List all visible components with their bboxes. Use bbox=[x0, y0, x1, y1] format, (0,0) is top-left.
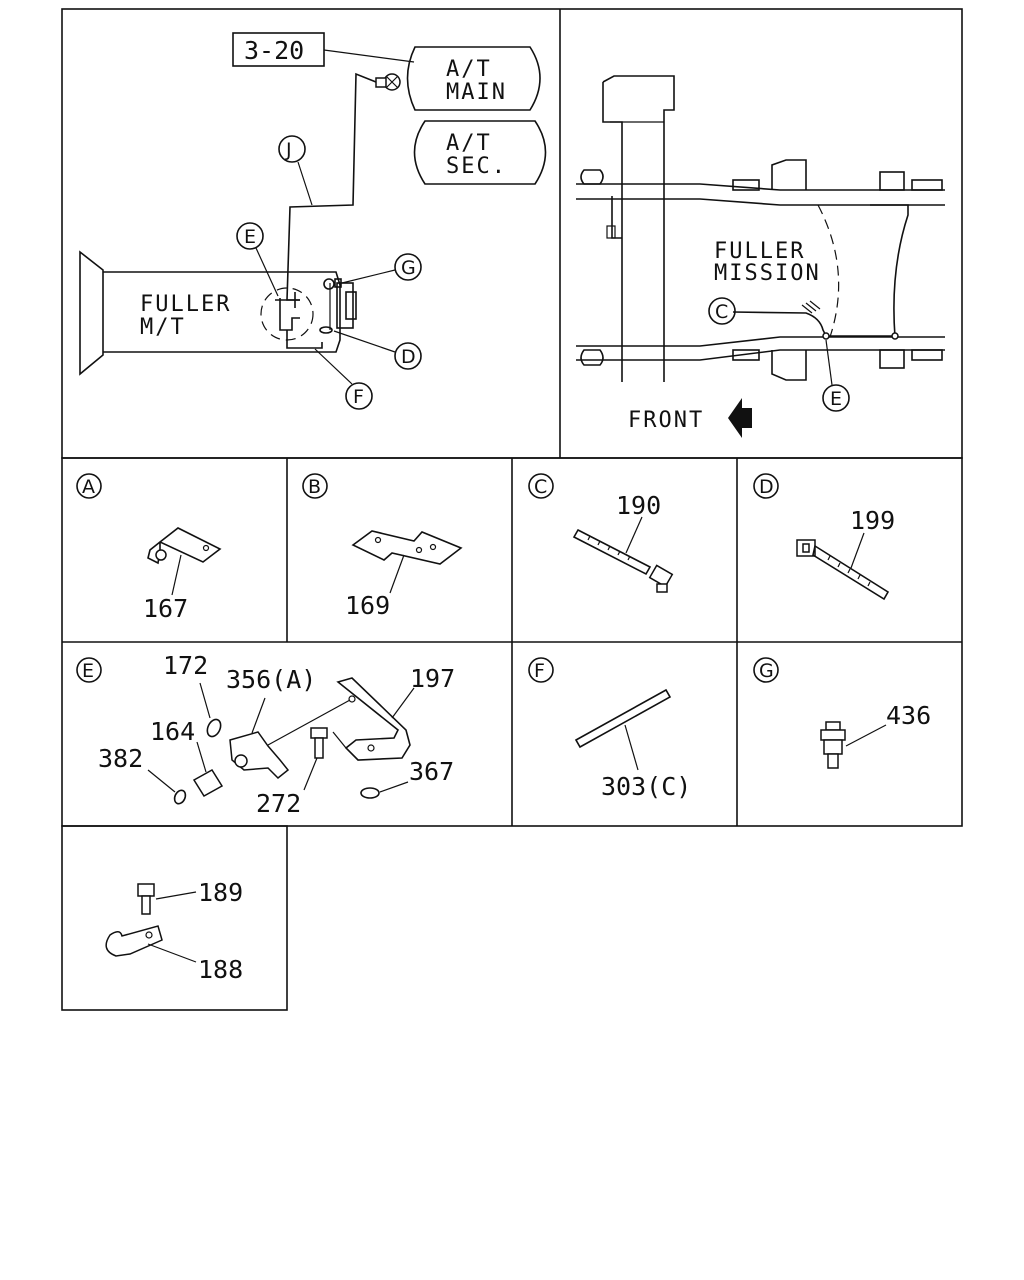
callout-f bbox=[345, 382, 373, 410]
bracket-197 bbox=[336, 677, 411, 761]
transmission-line1: FULLER bbox=[140, 292, 231, 317]
callout-d-letter: D bbox=[401, 346, 416, 368]
detail-f-letter: F bbox=[534, 660, 545, 682]
tank-sec bbox=[413, 120, 547, 185]
callout-e-letter: E bbox=[244, 226, 256, 248]
ref-box-label: 3-20 bbox=[244, 36, 304, 65]
callout-f-letter: F bbox=[353, 386, 364, 408]
detail-g-letter: G bbox=[759, 660, 774, 682]
part-367: 367 bbox=[409, 757, 454, 786]
part-356a: 356(A) bbox=[226, 665, 316, 694]
callout-e-frame-letter: E bbox=[830, 388, 842, 410]
part-190: 190 bbox=[616, 491, 661, 520]
frame-label-line1: FULLER bbox=[714, 239, 805, 264]
front-label: FRONT bbox=[628, 408, 704, 433]
callout-g bbox=[394, 253, 422, 281]
fitting-164 bbox=[192, 768, 224, 798]
transmission-body bbox=[79, 250, 357, 376]
part-189: 189 bbox=[198, 878, 243, 907]
bolt-272 bbox=[310, 727, 328, 759]
detail-e: E 197 356(A) 172 164 382 bbox=[76, 651, 455, 818]
fitting-g bbox=[323, 278, 335, 290]
tank-main-line1: A/T bbox=[446, 57, 492, 82]
part-436: 436 bbox=[886, 701, 931, 730]
callout-j-letter: J bbox=[285, 139, 292, 161]
air-line-j bbox=[286, 72, 377, 301]
hose-f bbox=[286, 330, 323, 349]
fitting-436 bbox=[820, 721, 846, 769]
detail-d: D 199 bbox=[753, 473, 895, 601]
detail-a-letter: A bbox=[82, 476, 95, 498]
washer-172 bbox=[206, 718, 222, 738]
cable-tie-190 bbox=[572, 528, 652, 576]
part-303c: 303(C) bbox=[601, 772, 691, 801]
detail-e-letter: E bbox=[82, 660, 94, 682]
washer-382 bbox=[173, 789, 187, 805]
callout-e-frame bbox=[822, 384, 850, 412]
part-169: 169 bbox=[345, 591, 390, 620]
frame-harness bbox=[732, 311, 895, 337]
part-197: 197 bbox=[410, 664, 455, 693]
part-382: 382 bbox=[98, 744, 143, 773]
clip-d bbox=[319, 326, 333, 334]
detail-f: F 303(C) bbox=[528, 657, 691, 801]
hose-303c bbox=[574, 688, 672, 749]
main-view: 3-20 A/T MAIN A/T SEC. J FULLER M/ bbox=[79, 32, 547, 410]
tank-main-line2: MAIN bbox=[446, 80, 507, 105]
part-167: 167 bbox=[143, 594, 188, 623]
detail-a: A 167 bbox=[76, 473, 222, 623]
bracket-169 bbox=[351, 530, 463, 565]
detail-b-letter: B bbox=[308, 476, 321, 498]
callout-g-letter: G bbox=[401, 257, 416, 279]
part-272: 272 bbox=[256, 789, 301, 818]
callout-c-frame-letter: C bbox=[715, 301, 728, 323]
front-arrow-icon bbox=[728, 398, 752, 438]
detail-c: C 190 bbox=[528, 473, 674, 593]
detail-clip: 189 188 bbox=[105, 878, 243, 984]
part-164: 164 bbox=[150, 717, 195, 746]
bolt-189 bbox=[137, 883, 155, 915]
ref-box[interactable] bbox=[232, 32, 325, 67]
tank-main bbox=[406, 46, 541, 111]
tee-356a bbox=[229, 699, 351, 780]
transmission-line2: M/T bbox=[140, 315, 186, 340]
part-188: 188 bbox=[198, 955, 243, 984]
clip-188 bbox=[105, 925, 163, 957]
frame-label-line2: MISSION bbox=[714, 261, 821, 286]
callout-c-frame bbox=[708, 297, 736, 325]
panel-grid bbox=[61, 8, 963, 1011]
drain-valve bbox=[375, 73, 401, 91]
part-199: 199 bbox=[850, 506, 895, 535]
cable-tie-199 bbox=[812, 544, 890, 601]
detail-d-letter: D bbox=[759, 476, 774, 498]
washer-367 bbox=[360, 787, 380, 799]
callout-j bbox=[278, 135, 306, 163]
detail-c-letter: C bbox=[534, 476, 547, 498]
callout-d bbox=[394, 342, 422, 370]
tank-sec-line2: SEC. bbox=[446, 154, 507, 179]
part-172: 172 bbox=[163, 651, 208, 680]
detail-b: B 169 bbox=[302, 473, 463, 620]
callout-e bbox=[236, 222, 264, 250]
tank-sec-line1: A/T bbox=[446, 131, 492, 156]
frame-view: FULLER MISSION C E FRONT bbox=[576, 75, 945, 438]
detail-g: G 436 bbox=[753, 657, 931, 769]
